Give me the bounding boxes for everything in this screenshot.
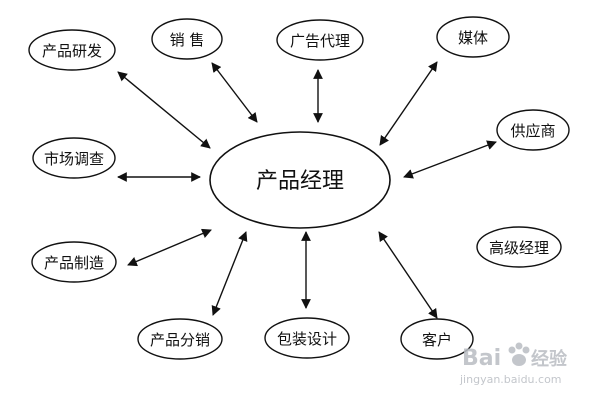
node-sales-label: 销 售 [170, 31, 205, 49]
node-rd-label: 产品研发 [42, 42, 102, 60]
arrow-supplier [403, 140, 497, 179]
arrow-media [379, 61, 438, 146]
watermark-brand2: 经验 [531, 348, 568, 370]
node-sales: 销 售 [151, 18, 223, 60]
node-senior-label: 高级经理 [489, 239, 549, 257]
node-media-label: 媒体 [458, 29, 488, 47]
paw-icon [508, 342, 530, 366]
watermark: Bai 经验 jingyan.baidu.com [459, 342, 568, 386]
node-market-label: 市场调查 [44, 150, 104, 168]
node-market: 市场调查 [32, 137, 116, 179]
arrow-sales [211, 62, 258, 123]
node-client: 客户 [400, 318, 474, 360]
arrow-client [378, 231, 438, 319]
center-node: 产品经理 [209, 131, 391, 229]
node-rd: 产品研发 [28, 29, 116, 71]
node-client-label: 客户 [422, 331, 452, 349]
node-supplier-label: 供应商 [510, 122, 555, 140]
node-senior: 高级经理 [476, 226, 562, 268]
watermark-url: jingyan.baidu.com [459, 373, 562, 386]
node-mfg: 产品制造 [31, 241, 117, 283]
node-dist-label: 产品分销 [150, 331, 210, 349]
node-ad: 广告代理 [276, 19, 364, 61]
node-ad-label: 广告代理 [290, 32, 350, 50]
node-mfg-label: 产品制造 [44, 254, 104, 272]
node-pkg: 包装设计 [264, 317, 350, 359]
node-media: 媒体 [436, 16, 510, 58]
arrow-rd [117, 71, 211, 149]
watermark-brand: Bai [462, 346, 501, 371]
arrow-dist [211, 231, 248, 316]
node-supplier: 供应商 [496, 109, 570, 151]
center-label: 产品经理 [256, 169, 344, 194]
node-dist: 产品分销 [137, 318, 223, 360]
node-pkg-label: 包装设计 [277, 330, 337, 348]
arrow-mfg [127, 228, 212, 267]
